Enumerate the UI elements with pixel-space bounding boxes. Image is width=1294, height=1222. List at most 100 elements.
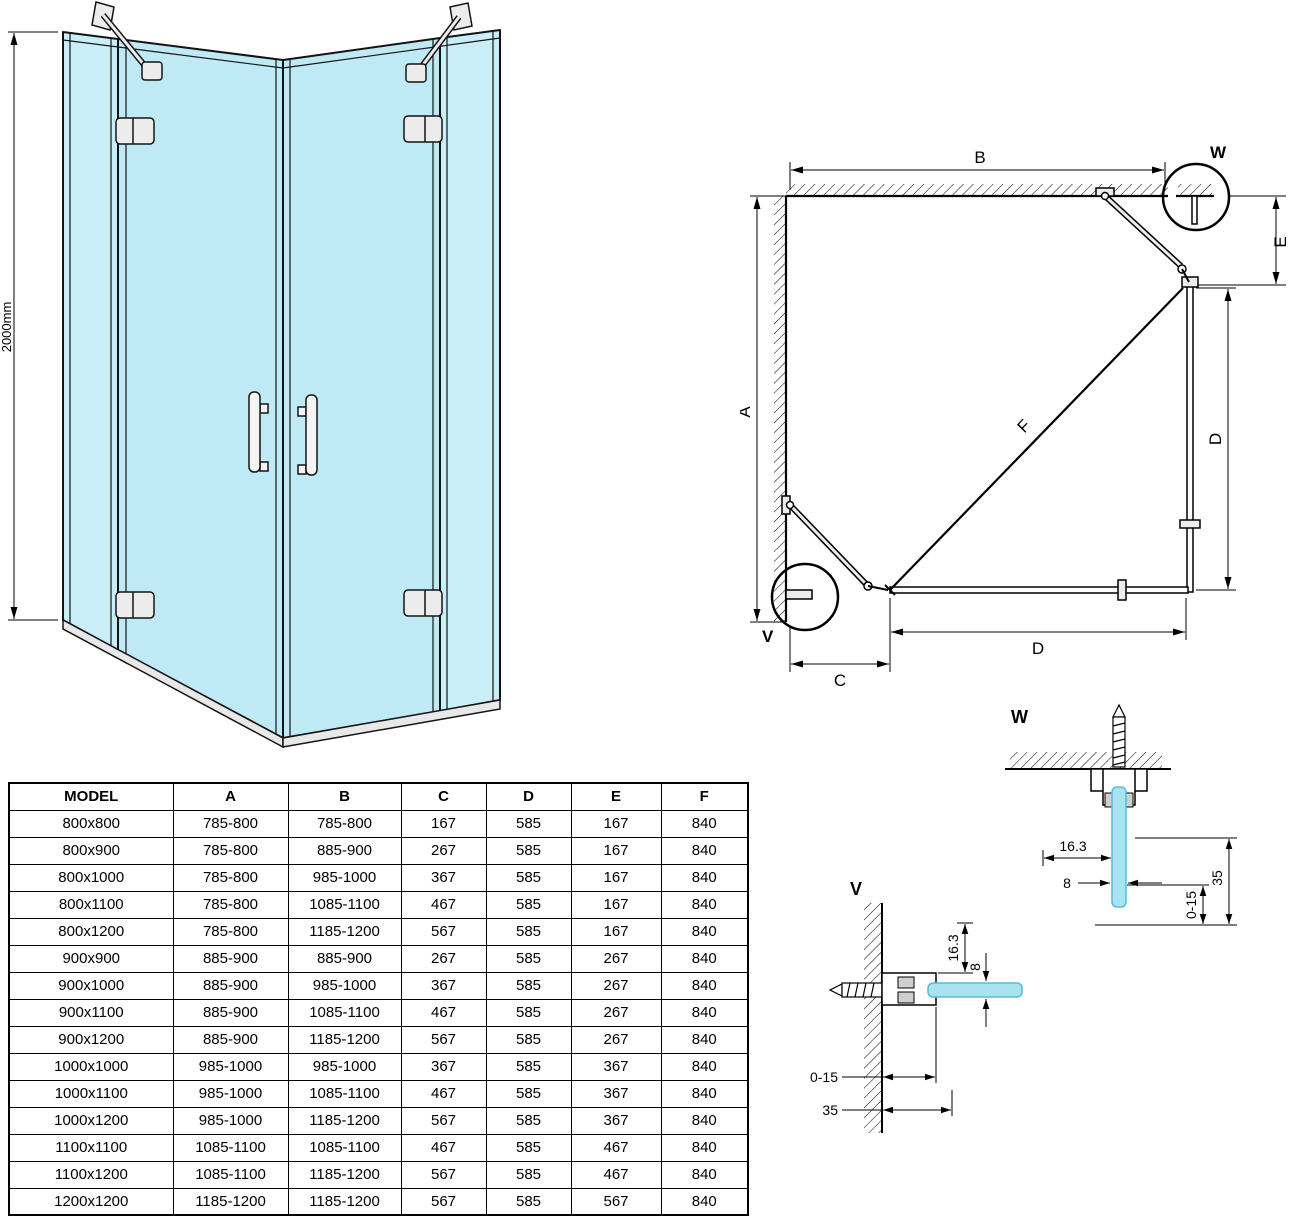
- dimension-cell: 585: [485, 890, 572, 919]
- dimension-cell: 785-800: [287, 809, 402, 838]
- dimension-cell: 840: [660, 971, 749, 1000]
- dimension-cell: 840: [660, 1079, 749, 1108]
- dimension-cell: 840: [660, 809, 749, 838]
- dimension-cell: 267: [400, 944, 487, 973]
- dimension-cell: 1085-1100: [287, 1079, 402, 1108]
- wall-mount-struts: [91, 1, 473, 83]
- model-cell: 900x900: [8, 944, 174, 973]
- ceiling-structure: [1005, 752, 1171, 770]
- dimension-cell: 167: [570, 809, 662, 838]
- wall-profile: [881, 972, 937, 1006]
- dimension-cell: 885-900: [172, 1025, 289, 1054]
- dimension-cell: 585: [485, 971, 572, 1000]
- dimension-cell: 585: [485, 1160, 572, 1189]
- dimension-cell: 585: [485, 1106, 572, 1135]
- dimension-cell: 1085-1100: [287, 998, 402, 1027]
- dim-label-e: E: [1271, 236, 1290, 247]
- dimension-cell: 585: [485, 1025, 572, 1054]
- dimension-cell: 985-1000: [172, 1106, 289, 1135]
- bottom-panel-knob: [1117, 579, 1127, 601]
- detail-v-dimensions: [842, 922, 990, 1116]
- dim-v-8: 8: [967, 963, 983, 971]
- dimension-cell: 567: [400, 917, 487, 946]
- left-fixed-panel: [62, 31, 119, 651]
- dimension-cell: 267: [400, 836, 487, 865]
- dimension-cell: 885-900: [287, 944, 402, 973]
- col-header-d: D: [485, 782, 572, 811]
- dimension-cell: 467: [570, 1160, 662, 1189]
- dimension-cell: 467: [400, 890, 487, 919]
- dimension-cell: 585: [485, 944, 572, 973]
- door-diagonal: [884, 287, 1184, 596]
- dimension-cell: 840: [660, 1160, 749, 1189]
- panel-frame-lines: [62, 31, 501, 737]
- glass-pane-w: [1111, 786, 1127, 908]
- dimension-cell: 1085-1100: [172, 1160, 289, 1189]
- dimension-cell: 885-900: [172, 971, 289, 1000]
- right-fixed-panel: [439, 29, 501, 712]
- dim-w-8: 8: [1063, 875, 1071, 891]
- model-cell: 800x1100: [8, 890, 174, 919]
- height-dim-label: 2000mm: [0, 302, 14, 353]
- dimension-cell: 840: [660, 1025, 749, 1054]
- dimension-cell: 267: [570, 998, 662, 1027]
- dimension-cell: 785-800: [172, 809, 289, 838]
- col-header-model: MODEL: [8, 782, 174, 811]
- dimension-cell: 267: [570, 1025, 662, 1054]
- dim-w-0-15: 0-15: [1183, 891, 1199, 919]
- dimension-cell: 1085-1100: [287, 1133, 402, 1162]
- dim-v-35: 35: [822, 1102, 838, 1118]
- model-cell: 900x1000: [8, 971, 174, 1000]
- dimension-cell: 585: [485, 1133, 572, 1162]
- dimension-cell: 1185-1200: [287, 1160, 402, 1189]
- dimension-cell: 1185-1200: [287, 1025, 402, 1054]
- door-hinges: [115, 115, 443, 619]
- detail-marker-v-label: V: [762, 627, 774, 646]
- col-header-b: B: [287, 782, 402, 811]
- model-cell: 1100x1200: [8, 1160, 174, 1189]
- table-header-row: MODEL A B C D E F: [8, 782, 749, 811]
- top-wall-hatch: [786, 184, 1168, 196]
- dimension-cell: 1185-1200: [172, 1187, 289, 1216]
- anchor-screw: [828, 982, 883, 998]
- top-right-hinge-arm: [1095, 187, 1190, 283]
- dimension-cell: 985-1000: [172, 1052, 289, 1081]
- height-dimension: [8, 31, 58, 621]
- wall-structure: [864, 903, 883, 1133]
- dimension-cell: 585: [485, 917, 572, 946]
- dimension-cell: 367: [400, 863, 487, 892]
- dimension-cell: 585: [485, 1187, 572, 1216]
- dimension-cell: 985-1000: [172, 1079, 289, 1108]
- col-header-f: F: [660, 782, 749, 811]
- dimension-cell: 167: [570, 917, 662, 946]
- plan-view-drawing: B A E D F D C W V: [740, 143, 1290, 690]
- dimension-cell: 585: [485, 809, 572, 838]
- model-cell: 800x800: [8, 809, 174, 838]
- dim-label-c: C: [834, 671, 846, 690]
- dimension-cell: 1085-1100: [287, 890, 402, 919]
- dim-v-0-15: 0-15: [810, 1069, 838, 1085]
- dimension-cell: 840: [660, 998, 749, 1027]
- dimension-cell: 840: [660, 890, 749, 919]
- dim-label-a: A: [740, 406, 754, 418]
- dimension-cell: 840: [660, 1133, 749, 1162]
- dimension-cell: 167: [400, 809, 487, 838]
- dimension-cell: 567: [570, 1187, 662, 1216]
- dimension-cell: 167: [570, 863, 662, 892]
- model-cell: 1000x1000: [8, 1052, 174, 1081]
- dimension-cell: 367: [400, 971, 487, 1000]
- dimension-cell: 367: [570, 1079, 662, 1108]
- model-cell: 800x1200: [8, 917, 174, 946]
- dimension-cell: 985-1000: [287, 1052, 402, 1081]
- model-cell: 900x1200: [8, 1025, 174, 1054]
- dimension-cell: 1085-1100: [172, 1133, 289, 1162]
